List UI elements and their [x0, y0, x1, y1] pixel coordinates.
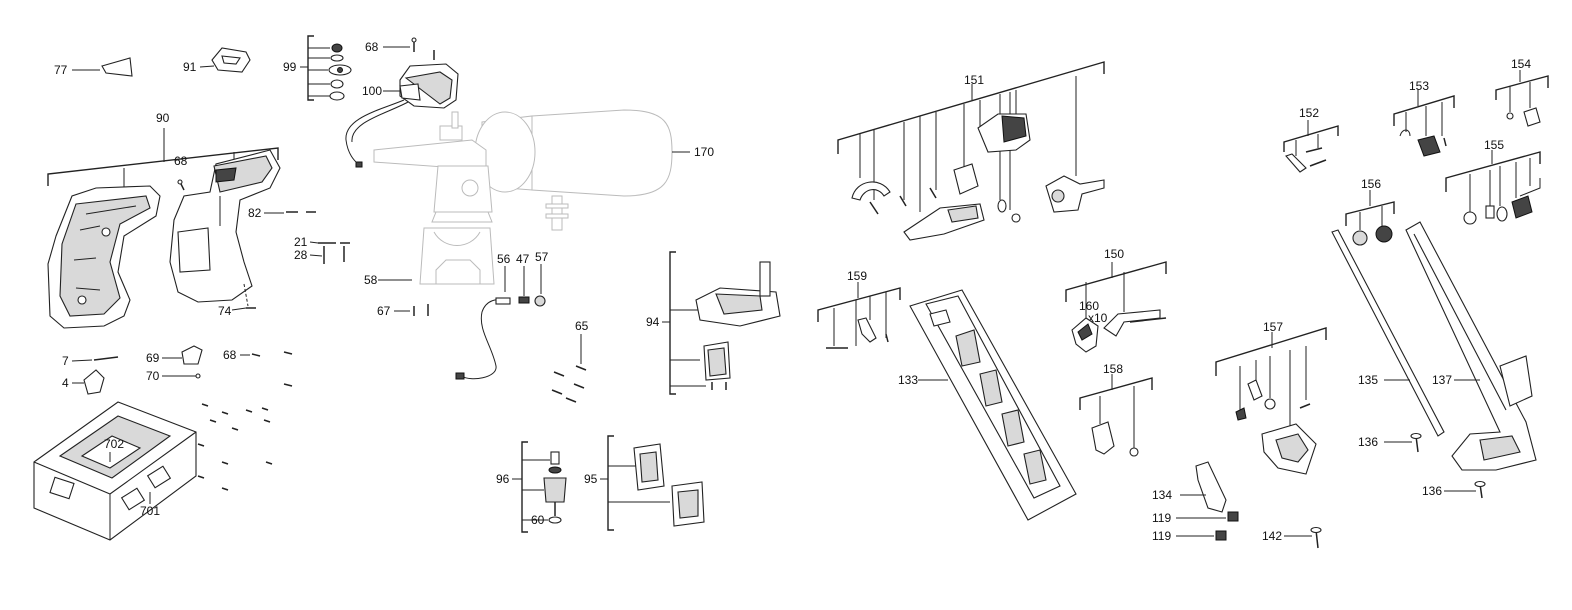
part-67: 67 [377, 304, 429, 318]
label-67: 67 [377, 304, 391, 318]
part-68-mid: 68 [174, 154, 188, 191]
label-159: 159 [847, 269, 867, 283]
part-159: 159 [817, 269, 901, 349]
label-119b: 119 [1152, 529, 1171, 543]
label-142: 142 [1262, 529, 1282, 543]
part-156: 156 [1345, 177, 1395, 246]
label-153: 153 [1409, 79, 1429, 93]
label-90: 90 [156, 111, 170, 125]
label-4: 4 [62, 376, 69, 390]
part-68-lower: 68 [223, 348, 293, 387]
part-142: 142 [1262, 526, 1322, 549]
label-91: 91 [183, 60, 197, 74]
part-94: 94 [646, 251, 781, 395]
part-70: 70 [146, 369, 201, 383]
label-134: 134 [1152, 488, 1172, 502]
label-56: 56 [497, 252, 511, 266]
part-82: 82 [248, 206, 316, 220]
label-151: 151 [964, 73, 984, 87]
part-91: 91 [183, 47, 251, 74]
label-133: 133 [898, 373, 918, 387]
part-58: 58 [364, 227, 495, 287]
part-21-28: 21 28 [294, 235, 350, 264]
part-155: 155 [1445, 138, 1541, 225]
label-701: 701 [140, 504, 160, 518]
part-100: 100 [345, 63, 459, 168]
label-95: 95 [584, 472, 598, 486]
part-74: 74 [218, 283, 256, 318]
part-153: 153 [1393, 79, 1455, 157]
label-77: 77 [54, 63, 68, 77]
label-170: 170 [694, 145, 714, 159]
part-77: 77 [54, 57, 133, 77]
part-69: 69 [146, 345, 203, 365]
part-96: 96 60 [496, 441, 567, 533]
label-136a: 136 [1358, 435, 1378, 449]
label-58: 58 [364, 273, 378, 287]
part-151: 151 [837, 61, 1105, 241]
label-155: 155 [1484, 138, 1504, 152]
part-56-47-57: 56 47 57 [455, 250, 549, 380]
label-136b: 136 [1422, 484, 1442, 498]
part-95: 95 [584, 435, 705, 531]
label-57: 57 [535, 250, 549, 264]
part-119: 119 119 [1152, 511, 1239, 543]
label-152: 152 [1299, 106, 1319, 120]
label-119a: 119 [1152, 511, 1171, 525]
label-135: 135 [1358, 373, 1378, 387]
label-7: 7 [62, 354, 69, 368]
label-160: 160 [1079, 299, 1099, 313]
part-157: 157 [1215, 320, 1327, 475]
label-68a: 68 [365, 40, 379, 54]
label-65: 65 [575, 319, 589, 333]
loose-screws [197, 403, 273, 491]
label-137: 137 [1432, 373, 1452, 387]
label-47: 47 [516, 252, 530, 266]
label-100: 100 [362, 84, 382, 98]
label-74: 74 [218, 304, 232, 318]
part-170: 170 [373, 109, 714, 231]
label-96: 96 [496, 472, 510, 486]
part-152: 152 [1283, 106, 1339, 173]
part-135: 135 [1331, 229, 1445, 437]
label-68c: 68 [223, 348, 237, 362]
part-99: 99 [283, 35, 352, 101]
label-60: 60 [531, 513, 545, 527]
label-69: 69 [146, 351, 160, 365]
part-701-702-case: 702 701 [33, 401, 197, 541]
label-x10: x10 [1088, 311, 1108, 325]
label-99: 99 [283, 60, 297, 74]
label-21: 21 [294, 235, 308, 249]
label-82: 82 [248, 206, 262, 220]
label-156: 156 [1361, 177, 1381, 191]
part-137: 137 [1405, 221, 1537, 471]
part-7: 7 [62, 354, 119, 368]
part-4: 4 [62, 369, 105, 395]
label-158: 158 [1103, 362, 1123, 376]
part-136: 136 136 [1358, 432, 1486, 499]
label-154: 154 [1511, 57, 1531, 71]
label-157: 157 [1263, 320, 1283, 334]
part-65: 65 [551, 319, 589, 403]
label-68b: 68 [174, 154, 188, 168]
part-158: 158 [1079, 362, 1153, 457]
label-28: 28 [294, 248, 308, 262]
label-70: 70 [146, 369, 160, 383]
part-90: 90 [47, 111, 281, 329]
label-94: 94 [646, 315, 660, 329]
label-150: 150 [1104, 247, 1124, 261]
part-134: 134 [1152, 461, 1227, 513]
part-154: 154 [1495, 57, 1549, 127]
label-702: 702 [104, 437, 124, 451]
part-133: 133 [898, 289, 1077, 521]
part-68-top: 68 [365, 37, 435, 60]
part-150-160: 150 160 x10 [1065, 247, 1167, 353]
